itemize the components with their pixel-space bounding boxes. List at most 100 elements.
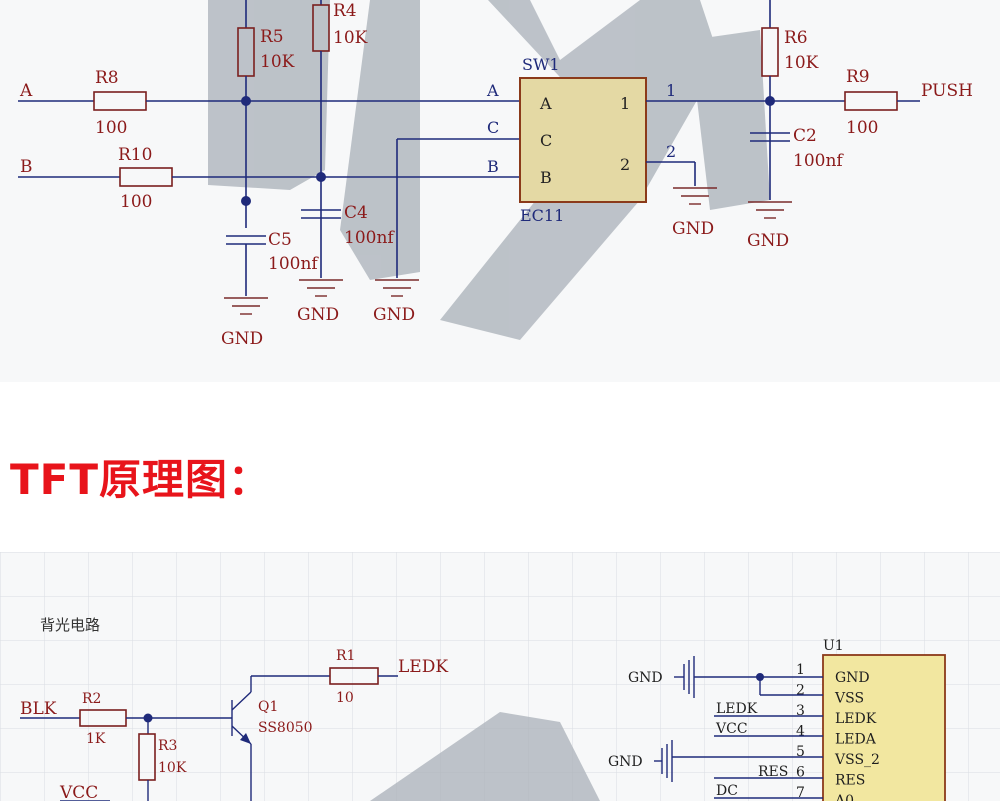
net-vcc-label: VCC (59, 783, 98, 801)
u1-pin-number: 1 (796, 662, 805, 678)
net-a-label: A (19, 81, 33, 101)
backlight-section-label: 背光电路 (40, 616, 100, 634)
c4-ref: C4 (344, 203, 368, 223)
resistor-r4: R4 10K (312, 0, 368, 278)
c5-value: 100nf (268, 254, 319, 274)
c2-ref: C2 (793, 126, 817, 146)
u1-pin-number: 4 (796, 724, 805, 740)
junction-dot (241, 196, 251, 206)
resistor-r6: R6 10K (761, 0, 819, 200)
u1-net-ledk: LEDK (714, 701, 823, 717)
gnd-symbol: GND (672, 187, 717, 239)
gnd-symbol: GND (297, 279, 343, 325)
u1-net-dc: DC (714, 783, 823, 799)
r2-ref: R2 (82, 691, 101, 707)
u1-vcc-label: VCC (715, 721, 748, 737)
wire-label-a: A (486, 81, 499, 100)
u1-pin-number: 2 (796, 683, 805, 699)
gnd-label: GND (297, 305, 339, 325)
resistor-r1: R1 10 LEDK (251, 648, 448, 706)
u1-pin-name: RES (835, 773, 865, 789)
u1-net-vcc: VCC (714, 721, 823, 737)
u1-pin-number: 7 (796, 785, 805, 801)
wire-label-c: C (487, 118, 499, 137)
r8-value: 100 (95, 118, 127, 138)
u1-net-gnd-1: GND (628, 656, 823, 698)
net-push-label: PUSH (921, 81, 973, 101)
sw1-pin-a: A (539, 94, 552, 113)
r1-value: 10 (336, 690, 354, 706)
c5-ref: C5 (268, 230, 292, 250)
gnd-label: GND (221, 329, 263, 349)
u1-ref: U1 (823, 638, 844, 654)
u1-pin-number: 3 (796, 703, 805, 719)
u1-net-res: RES (714, 764, 823, 780)
u1-pin-name: LEDA (835, 732, 877, 748)
sw1-ref: SW1 (522, 55, 560, 74)
c2-value: 100nf (793, 151, 844, 171)
q1-ref: Q1 (258, 699, 278, 715)
u1-pin-name: A0 (834, 793, 854, 801)
resistor-r2: BLK R2 1K (20, 691, 232, 747)
transistor-q1: Q1 SS8050 (231, 676, 313, 801)
r3-value: 10K (158, 760, 187, 776)
capacitor-c2: C2 100nf (750, 126, 844, 171)
gnd-label: GND (628, 670, 663, 686)
r9-ref: R9 (846, 67, 870, 87)
u1-pin-name: LEDK (835, 711, 877, 727)
net-b-label: B (20, 157, 33, 177)
wire-label-b: B (487, 157, 499, 176)
r4-value: 10K (333, 28, 368, 48)
gnd-label: GND (608, 754, 643, 770)
u1-pin-name: VSS (834, 691, 864, 707)
sw1-pin-c: C (540, 131, 552, 150)
net-pin2-line: 2 (646, 142, 696, 186)
u1-res-label: RES (758, 764, 788, 780)
r10-value: 100 (120, 192, 152, 212)
encoder-schematic: R4 10K R5 10K A R8 100 B R10 100 C5 100n… (18, 0, 973, 349)
c4-value: 100nf (344, 228, 395, 248)
net-ledk-label: LEDK (398, 657, 448, 677)
u1-pin-name: VSS_2 (834, 752, 880, 768)
capacitor-c4: C4 100nf (301, 203, 395, 248)
net-c-line (396, 138, 520, 278)
u1-pin-number: 5 (796, 744, 805, 760)
resistor-r3: R3 10K (138, 718, 187, 801)
r5-value: 10K (260, 52, 295, 72)
net-b-line: B R10 100 (18, 145, 520, 212)
switch-sw1: SW1 EC11 A C B 1 2 (519, 55, 647, 225)
tft-schematic: 背光电路 R1 10 LEDK BLK R2 1K R3 10K VCC (0, 552, 1000, 801)
r8-ref: R8 (95, 68, 119, 88)
sw1-pin-2: 2 (620, 155, 630, 174)
r2-value: 1K (86, 731, 106, 747)
gnd-label: GND (672, 219, 714, 239)
u1-pin-name: GND (835, 670, 870, 686)
gnd-label: GND (373, 305, 415, 325)
r6-ref: R6 (784, 28, 808, 48)
net-a-line: A R8 100 (18, 68, 520, 138)
r6-value: 10K (784, 53, 819, 73)
q1-part: SS8050 (258, 720, 313, 736)
watermark (370, 712, 600, 801)
junction-dot (316, 172, 326, 182)
sw1-part: EC11 (520, 206, 564, 225)
r5-ref: R5 (260, 27, 284, 47)
u1-net-gnd-5: GND (608, 740, 823, 782)
r1-ref: R1 (336, 648, 355, 664)
r10-ref: R10 (118, 145, 152, 165)
section-heading: TFT原理图： (10, 455, 271, 504)
gnd-symbol: GND (373, 279, 419, 325)
u1-ledk-label: LEDK (716, 701, 758, 717)
net-push-line: 1 R9 100 PUSH (646, 67, 973, 138)
r9-value: 100 (846, 118, 878, 138)
u1-dc-label: DC (716, 783, 738, 799)
capacitor-c5: C5 100nf (226, 230, 319, 296)
net-vcc: VCC (59, 783, 110, 801)
tft-schematic-panel: 背光电路 R1 10 LEDK BLK R2 1K R3 10K VCC (0, 552, 1000, 801)
gnd-symbol: GND (747, 201, 792, 251)
sw1-pin-1: 1 (620, 94, 630, 113)
sw1-pin-b: B (540, 168, 552, 187)
wire-label-1: 1 (666, 81, 676, 100)
encoder-schematic-panel: R4 10K R5 10K A R8 100 B R10 100 C5 100n… (0, 0, 1000, 382)
